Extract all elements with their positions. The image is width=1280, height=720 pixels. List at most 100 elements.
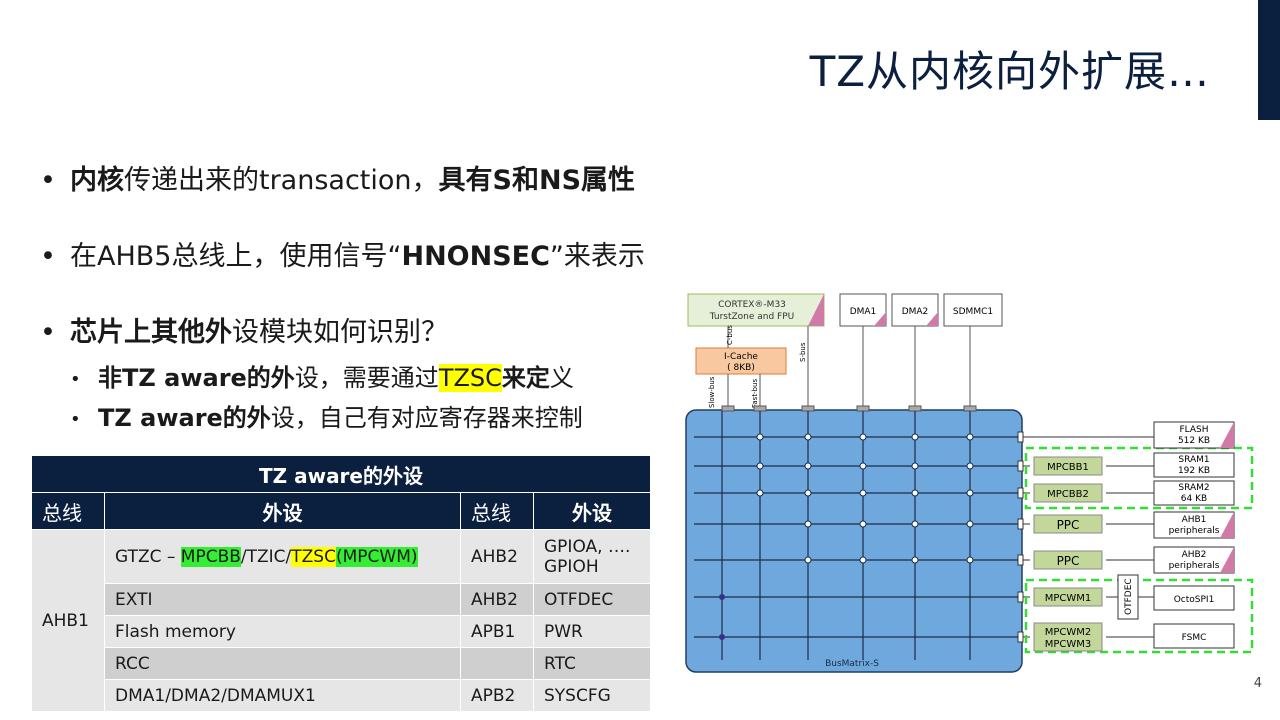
dma1-box — [839, 293, 887, 327]
bullet-2-text-2: ”来表示 — [549, 241, 645, 272]
bullet-1-bold: 内核 — [70, 165, 124, 196]
table-cell: RTC — [533, 647, 651, 680]
table-cell: APB2 — [460, 679, 534, 712]
sram2-size: 64 KB — [1181, 494, 1207, 504]
table-cell: DMA1/DMA2/DMAMUX1 — [104, 679, 461, 712]
bullet-1-bold-2: 具有S和NS属性 — [438, 165, 636, 196]
tzic-text: /TZIC/ — [240, 546, 292, 567]
mpcbb2-label: MPCBB2 — [1047, 489, 1089, 500]
ahb1-periph-sub: peripherals — [1169, 526, 1220, 536]
mpcwm2-label: MPCWM2 — [1045, 627, 1092, 638]
table-cell: SYSCFG — [533, 679, 651, 712]
ext-mem-secure-group — [1024, 578, 1254, 654]
ahb2-periph-label: AHB2 — [1182, 550, 1207, 560]
bullet-3a-bold-2: 来定 — [501, 364, 550, 392]
mpcbb1-label: MPCBB1 — [1047, 462, 1089, 473]
fsmc-label: FSMC — [1182, 633, 1207, 643]
bus-matrix-diagram: CORTEX®-M33 TurstZone and FPU DMA1 DMA2 … — [685, 293, 1254, 673]
s-bus-label: S-bus — [799, 342, 807, 362]
table-cell: PWR — [533, 615, 651, 648]
table-header-peripheral-2: 外设 — [533, 492, 651, 530]
bullet-dot: • — [40, 165, 56, 196]
bullet-3-bold: 芯片上其他外 — [70, 317, 232, 348]
table-cell: AHB2 — [460, 583, 534, 616]
gtzc-text: GTZC – — [115, 546, 181, 567]
table-header-bus: 总线 — [31, 492, 105, 530]
table-bus-ahb1: AHB1 — [31, 529, 105, 712]
fast-bus-label: Fast-bus — [751, 379, 759, 408]
bullet-3b-text: 设，自己有对应寄存器来控制 — [270, 404, 583, 432]
matrix-nodes — [756, 433, 974, 564]
table-cell: EXTI — [104, 583, 461, 616]
tzsc-highlight: TZSC — [438, 364, 502, 392]
table-cell-bus: AHB2 — [460, 529, 534, 584]
ppc-2-label: PPC — [1057, 554, 1080, 568]
table-row: RCC RTC — [31, 647, 651, 680]
bullet-2: •在AHB5总线上，使用信号“HNONSEC”来表示 — [40, 234, 645, 273]
icache-size: ( 8KB) — [727, 363, 755, 373]
bullet-3a-bold: 非TZ aware的外 — [98, 364, 295, 392]
sram2-label: SRAM2 — [1178, 483, 1209, 493]
sram1-size: 192 KB — [1178, 466, 1210, 476]
gpio-a: GPIOA, …. — [544, 536, 631, 557]
ahb2-periph-sub: peripherals — [1169, 561, 1220, 571]
table-caption: TZ aware的外设 — [31, 455, 651, 493]
table-cell: APB1 — [460, 615, 534, 648]
table-cell: RCC — [104, 647, 461, 680]
dma1-label: DMA1 — [850, 307, 877, 317]
table-row: EXTI AHB2 OTFDEC — [31, 583, 651, 616]
bus-matrix-box — [685, 409, 1023, 673]
icache-box — [695, 347, 787, 375]
slow-bus-label: Slow-bus — [708, 376, 716, 408]
mpcbb-highlight: MPCBB — [180, 546, 241, 567]
bullet-dot: • — [70, 368, 81, 390]
bullet-1-text: 传递出来的transaction， — [124, 165, 439, 196]
cortex-label: CORTEX®-M33 — [718, 300, 786, 310]
bullet-3a-text-2: 义 — [549, 364, 574, 392]
table-cell-gpio: GPIOA, ….GPIOH — [533, 529, 651, 584]
bullet-2-text: 在AHB5总线上，使用信号“ — [70, 241, 402, 272]
c-bus-label: C-bus — [726, 325, 734, 345]
table-cell-gtzc: GTZC – MPCBB/TZIC/TZSC(MPCWM) — [104, 529, 461, 584]
bullet-3a-text: 设，需要通过 — [294, 364, 439, 392]
matrix-grid — [694, 411, 1018, 660]
tz-aware-table: TZ aware的外设 总线 外设 总线 外设 AHB1 GTZC – MPCB… — [31, 455, 651, 712]
tz-corner — [926, 312, 938, 326]
corner-accent-bar — [1258, 0, 1280, 120]
table-cell: Flash memory — [104, 615, 461, 648]
bullet-2-bold: HNONSEC — [401, 241, 550, 272]
master-lines — [727, 326, 971, 410]
bullet-dot: • — [40, 317, 56, 348]
tz-corner — [874, 312, 886, 326]
table-cell: OTFDEC — [533, 583, 651, 616]
slide-title: TZ从内核向外扩展… — [809, 47, 1210, 96]
cortex-sub-label: TurstZone and FPU — [709, 312, 795, 322]
table-header-bus-2: 总线 — [460, 492, 534, 530]
icache-label: I-Cache — [724, 352, 758, 362]
mpcwm3-label: MPCWM3 — [1045, 639, 1092, 650]
otfdec-box — [1117, 574, 1139, 620]
bullet-3b-bold: TZ aware的外 — [98, 404, 271, 432]
mpc-blocks: MPCBB1 MPCBB2 PPC PPC MPCWM1 MPCWM2 MPCW… — [1033, 456, 1103, 652]
slow-bus-nodes — [719, 594, 725, 640]
bullet-1: • 内核传递出来的transaction，具有S和NS属性 — [40, 158, 635, 197]
flash-size: 512 KB — [1178, 436, 1210, 446]
ppc-1-label: PPC — [1057, 518, 1080, 532]
mpcwm1-label: MPCWM1 — [1045, 593, 1092, 604]
table-row: DMA1/DMA2/DMAMUX1 APB2 SYSCFG — [31, 679, 651, 712]
page-number: 4 — [1253, 676, 1262, 691]
bus-matrix-label: BusMatrix-S — [825, 659, 879, 669]
table-header-peripheral: 外设 — [104, 492, 461, 530]
dma2-label: DMA2 — [902, 307, 929, 317]
sram1-label: SRAM1 — [1178, 455, 1209, 465]
bullet-3a: • 非TZ aware的外设，需要通过TZSC来定义 — [70, 358, 574, 393]
sdmmc-label: SDMMC1 — [953, 307, 993, 317]
bullet-dot: • — [70, 408, 81, 430]
bullet-3b: • TZ aware的外设，自己有对应寄存器来控制 — [70, 398, 583, 433]
gpio-h: GPIOH — [544, 556, 599, 577]
tzsc-table-highlight: TZSC — [291, 546, 336, 567]
ahb1-periph-label: AHB1 — [1182, 515, 1207, 525]
table-cell — [460, 647, 534, 680]
flash-label: FLASH — [1179, 425, 1208, 435]
slave-boxes: FLASH 512 KB SRAM1 192 KB SRAM2 64 KB AH… — [1153, 421, 1235, 649]
